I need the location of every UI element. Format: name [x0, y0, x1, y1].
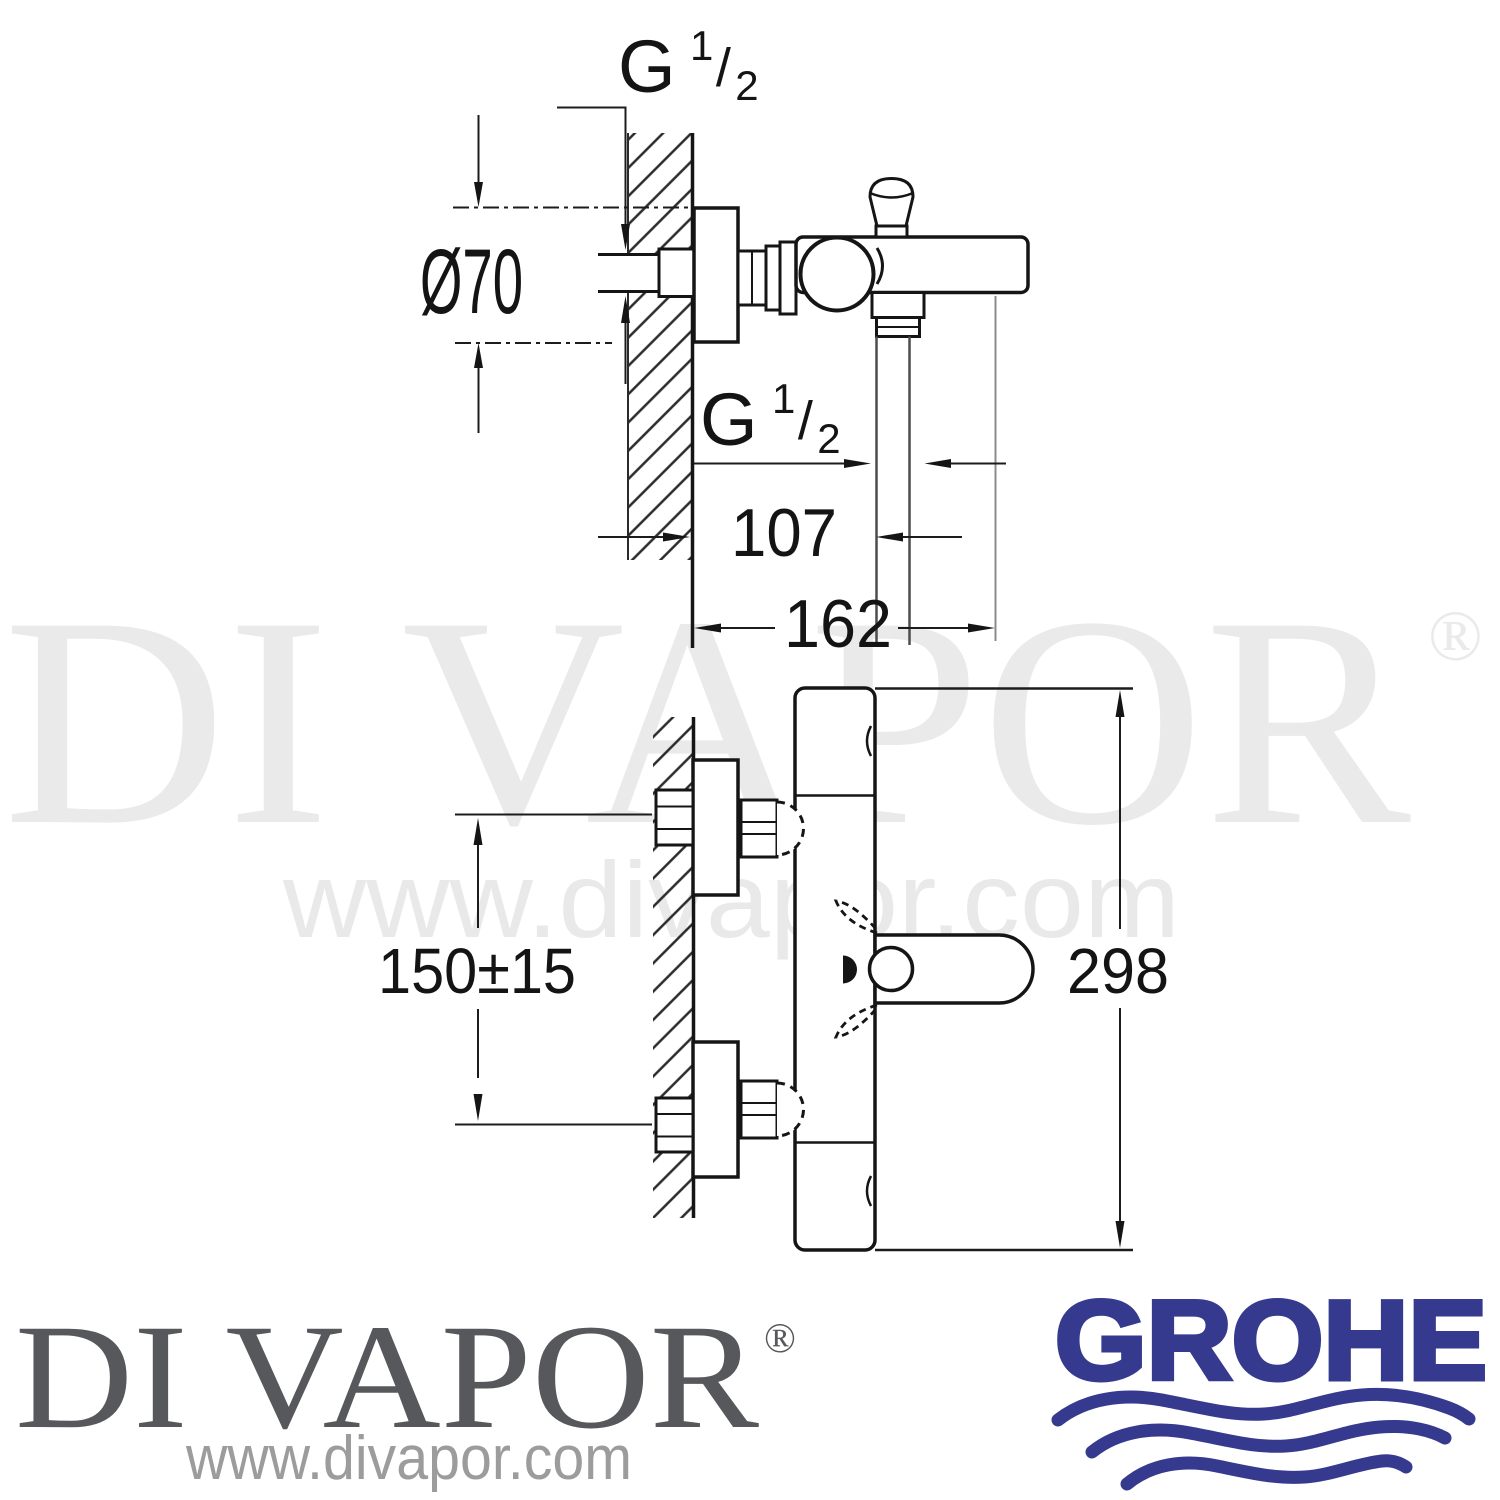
background-watermark: DI VAPOR ® www.divapor.com	[3, 555, 1483, 960]
upper-wall-bolt	[654, 788, 695, 847]
upper-union	[739, 798, 779, 859]
wall-hatch	[628, 133, 693, 560]
dim-overall-height: 298	[1067, 935, 1169, 1007]
grohe-logo: GROHE	[1051, 1276, 1490, 1491]
dim-escutcheon-diameter: Ø70	[420, 231, 523, 333]
side-view-dimensions: Ø70 G 1 / 2 G 1 / 2 107 162	[420, 22, 1006, 662]
divapor-logo: DI VAPOR ® www.divapor.com	[15, 1294, 796, 1493]
dim-thread-hose: G 1 / 2	[700, 375, 841, 462]
lever-handle	[873, 933, 1035, 1005]
front-view-dimensions: 150±15 298	[378, 687, 1169, 1252]
diverter-knob	[868, 176, 915, 228]
wall-union-nut	[657, 247, 698, 298]
union-collar	[778, 240, 798, 316]
side-view-drawing	[598, 133, 1030, 648]
divapor-url-text: www.divapor.com	[185, 1424, 632, 1493]
dim-thread-top: G 1 / 2	[618, 22, 759, 109]
front-view-drawing	[653, 686, 1035, 1252]
divapor-registered-icon: ®	[764, 1316, 796, 1362]
grohe-waves-icon	[1051, 1387, 1476, 1491]
upper-escutcheon	[691, 758, 740, 897]
escutcheon-side	[692, 206, 740, 344]
mixer-body-front	[793, 686, 877, 1252]
dim-inlet-spacing: 150±15	[378, 935, 576, 1007]
dim-wall-to-spout-end: 162	[784, 586, 892, 662]
lower-union	[739, 1079, 779, 1140]
handle-hub	[867, 945, 915, 993]
lower-wall-bolt	[654, 1096, 695, 1154]
watermark-registered-icon: ®	[1428, 596, 1483, 676]
hose-outlet	[870, 291, 926, 319]
handle-mark	[843, 955, 857, 984]
divapor-logo-text: DI VAPOR	[15, 1294, 759, 1460]
grohe-logo-text: GROHE	[1055, 1278, 1487, 1403]
lower-escutcheon	[691, 1040, 740, 1179]
dim-wall-to-hose: 107	[731, 495, 837, 571]
thermostat-handle-side	[798, 235, 876, 313]
